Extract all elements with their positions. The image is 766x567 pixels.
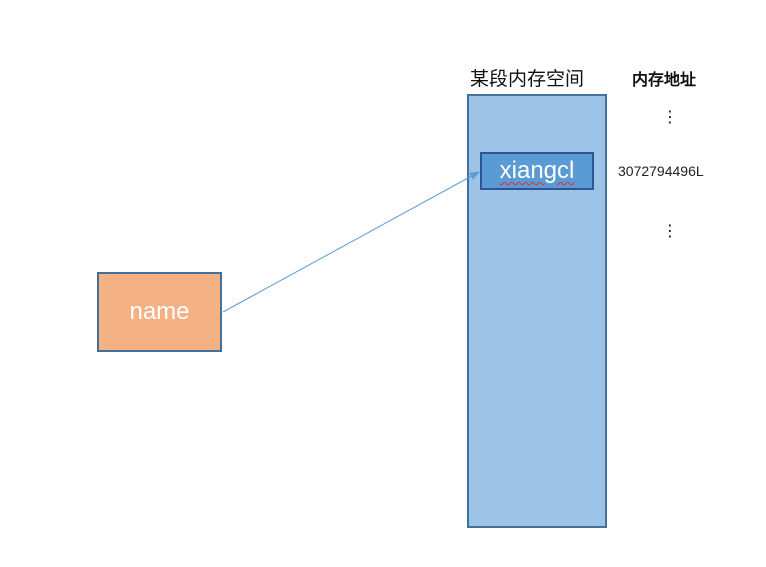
reference-arrow-line <box>222 171 480 313</box>
memory-segment-title: 某段内存空间 <box>470 68 585 90</box>
memory-value-cell: xiangcl <box>480 152 594 190</box>
variable-name-text: name <box>129 298 190 325</box>
variable-box: name <box>97 272 222 352</box>
memory-address-title: 内存地址 <box>632 70 697 89</box>
ellipsis-icon-top: ⋮ <box>662 107 678 126</box>
ellipsis-icon-bottom: ⋮ <box>662 221 678 240</box>
memory-address-value: 3072794496L <box>618 163 704 179</box>
memory-value-text: xiangcl <box>499 157 575 184</box>
